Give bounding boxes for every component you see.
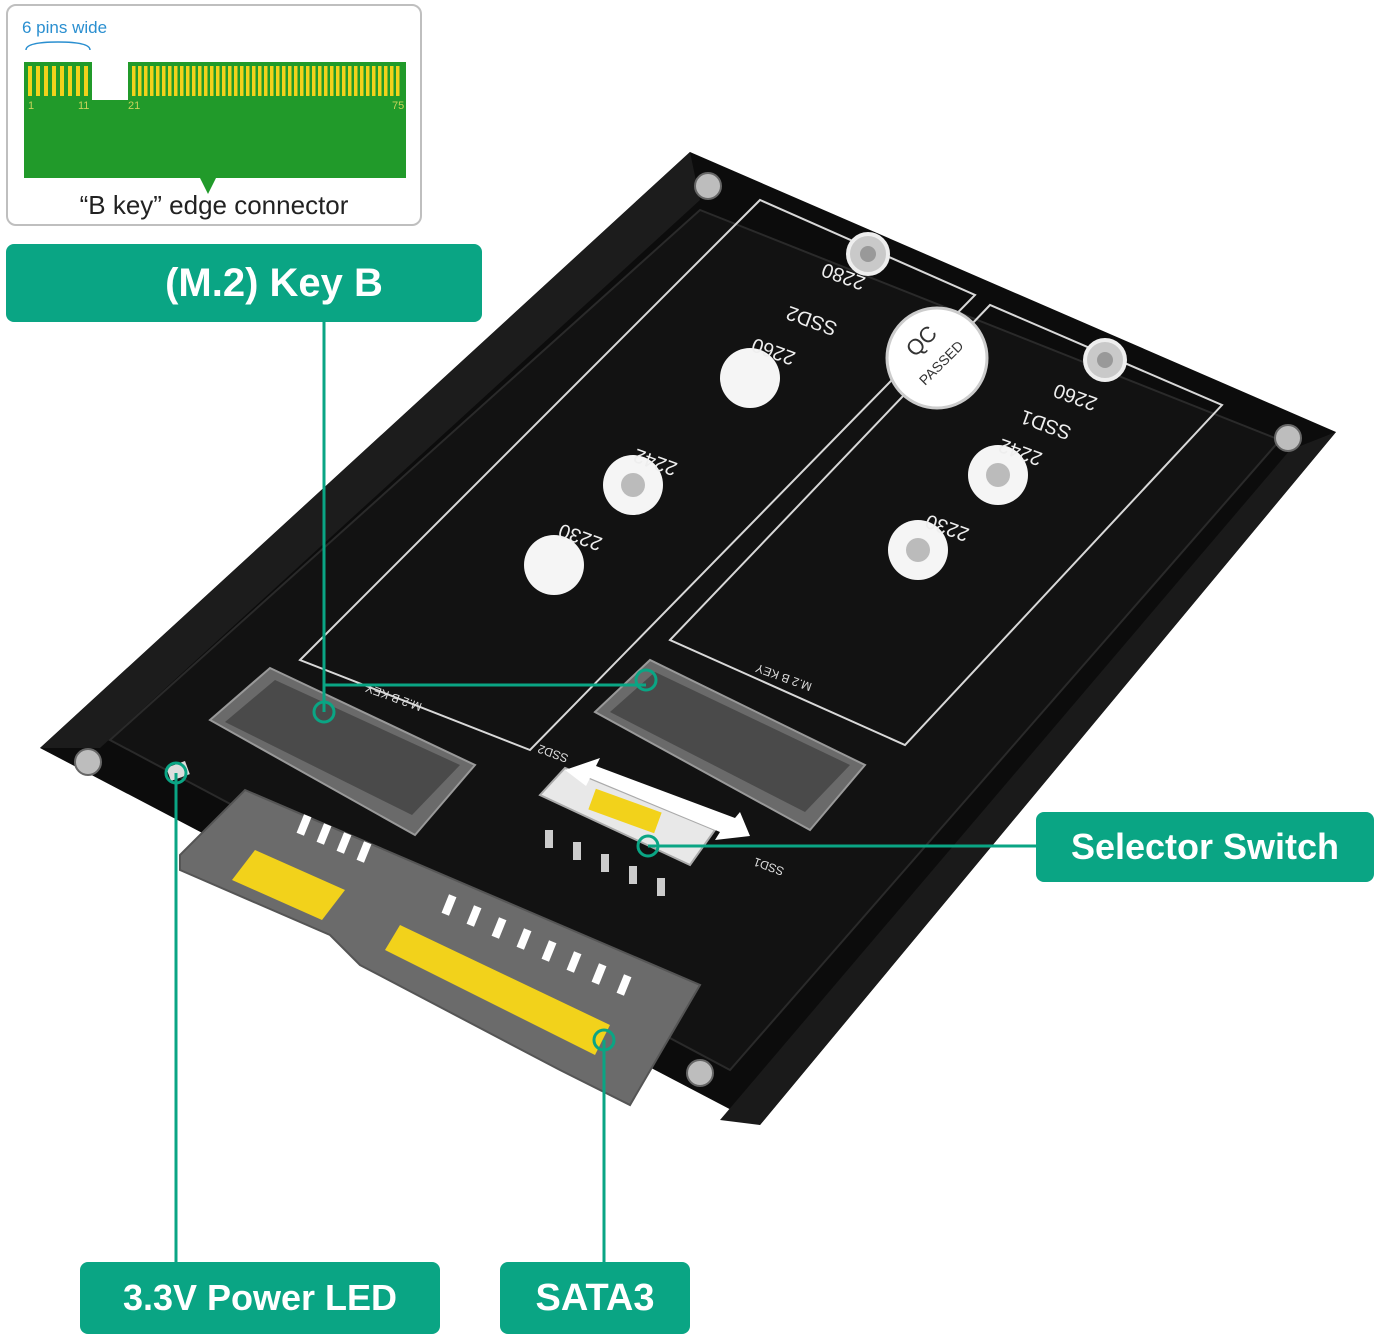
ssd2-slot-outline	[298, 198, 977, 752]
pin-number-75: 75	[392, 100, 405, 112]
pin-number-11: 11	[78, 100, 90, 112]
ssd1-slot-outline	[668, 303, 1224, 747]
pin-number-1: 1	[28, 100, 35, 112]
callout-lines	[164, 320, 1038, 1265]
hole-2230-ssd2	[524, 535, 584, 595]
screws	[74, 172, 1302, 1087]
enclosure-right-rail	[720, 432, 1336, 1125]
qc-passed-sticker	[885, 306, 989, 410]
edge-connector-graphic	[24, 41, 406, 194]
power-led-label: 3.3V Power LED	[80, 1262, 440, 1334]
key-notch	[92, 62, 128, 100]
sata-contact-teeth	[296, 814, 632, 996]
pin-number-21: 21	[128, 100, 141, 112]
selector-switch-slider	[588, 788, 662, 834]
selector-arrow	[565, 758, 750, 840]
selector-switch-label: Selector Switch	[1036, 812, 1374, 882]
m2-key-b-label: (M.2) Key B	[6, 244, 482, 322]
pins-wide-note: 6 pins wide	[22, 18, 108, 37]
enclosure-left-rail	[40, 152, 700, 748]
sata-data-pins	[385, 925, 610, 1055]
sata-power-pins	[232, 850, 345, 920]
hole-2260-ssd2	[720, 348, 780, 408]
b-key-inset: 6 pins wide 1 11 21 75 “B key” edge conn…	[6, 4, 422, 226]
sata3-label: SATA3	[500, 1262, 690, 1334]
edge-connector-caption: “B key” edge connector	[79, 190, 349, 220]
gold-fingers	[28, 66, 88, 96]
selector-switch-pins	[545, 830, 665, 896]
